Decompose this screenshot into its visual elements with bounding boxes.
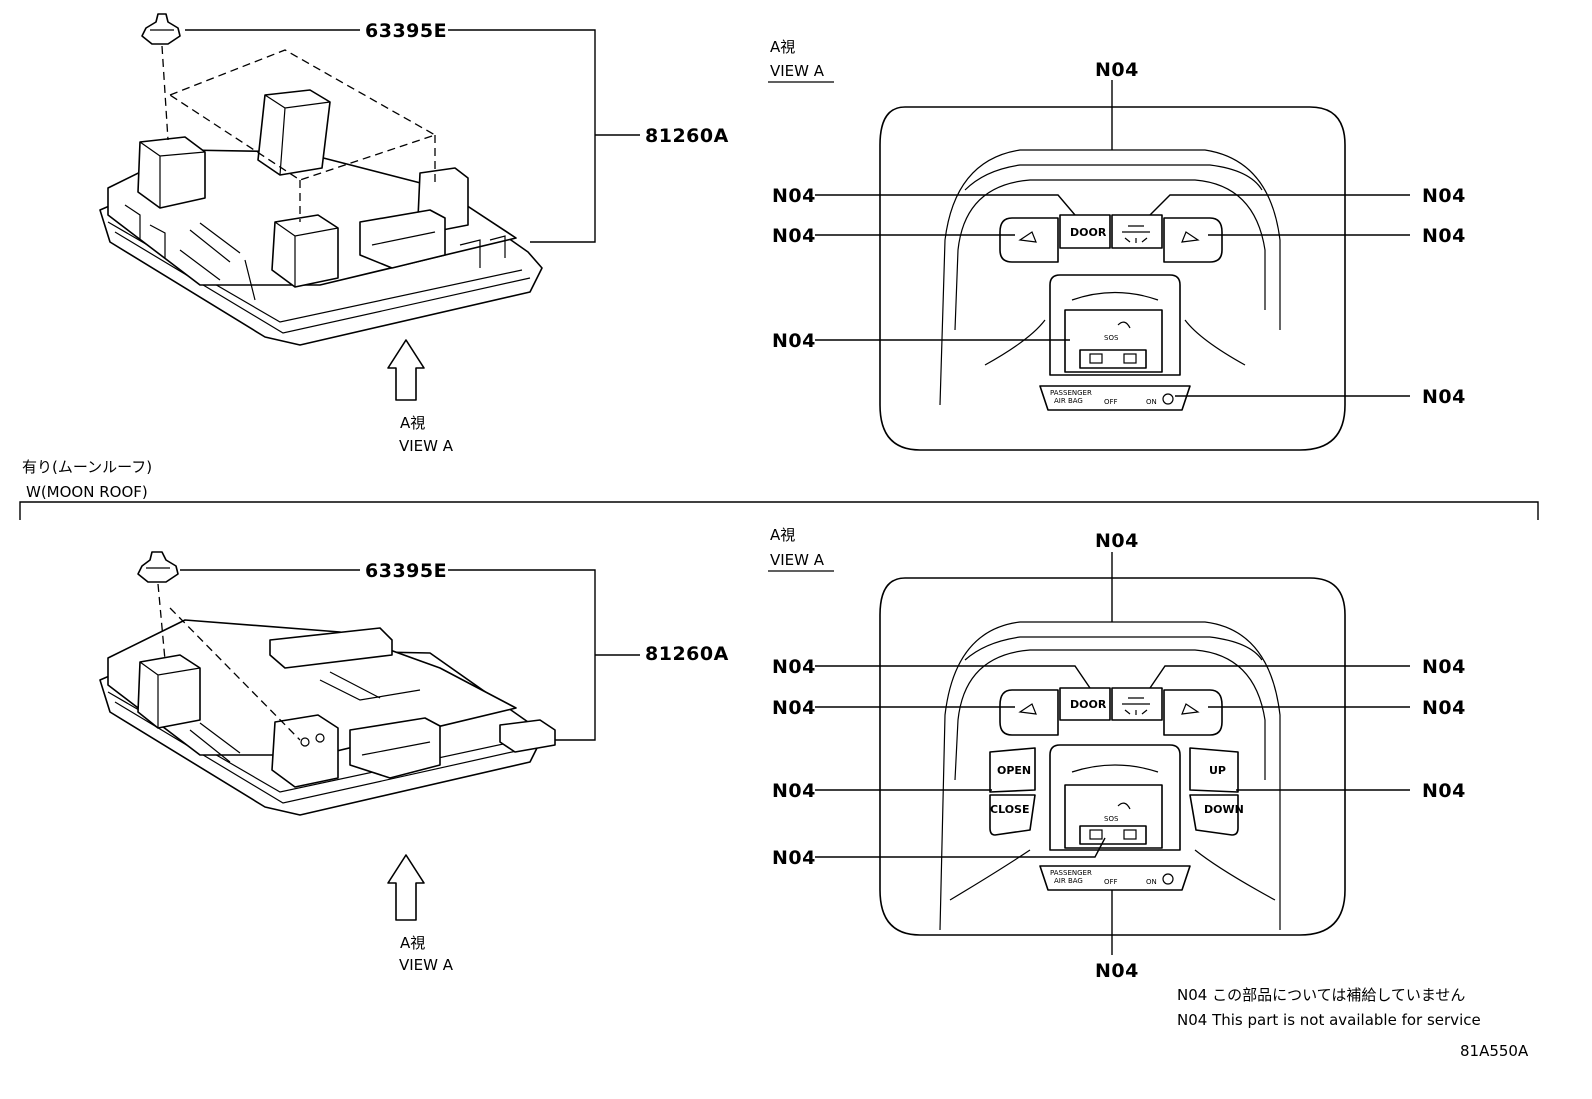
- callout-n04-top-6: N04: [772, 330, 816, 352]
- airbag-label-line2-bottom: AIR BAG: [1054, 877, 1083, 885]
- callout-n04-bottom-9: N04: [1095, 960, 1139, 982]
- callout-lamp-top: 81260A: [645, 125, 729, 147]
- arrow-caption-en-bottom: VIEW A: [399, 956, 454, 974]
- airbag-on-label-top: ON: [1146, 398, 1157, 406]
- airbag-on-label-bottom: ON: [1146, 878, 1157, 886]
- door-button-label-bottom: DOOR: [1070, 698, 1107, 711]
- sos-button-label-top: SOS: [1104, 334, 1119, 342]
- view-title-en-top: VIEW A: [770, 62, 825, 80]
- arrow-caption-jp-top: A視: [400, 414, 425, 432]
- callout-n04-bottom-7: N04: [1422, 780, 1466, 802]
- callout-n04-bottom-8: N04: [772, 847, 816, 869]
- close-button-label: CLOSE: [990, 803, 1029, 816]
- clip-icon-top: [141, 13, 181, 45]
- map-lamp-assembly-bottom: [99, 619, 556, 816]
- footnote-jp: N04 この部品については補給していません: [1177, 986, 1465, 1004]
- down-button-label: DOWN: [1204, 803, 1244, 816]
- callout-clip-bottom: 63395E: [365, 560, 447, 582]
- arrow-caption-jp-bottom: A視: [400, 934, 425, 952]
- up-button-label: UP: [1209, 764, 1226, 777]
- illustration-code: 81A550A: [1460, 1042, 1529, 1060]
- clip-icon-bottom: [137, 551, 179, 583]
- airbag-label-line1-bottom: PASSENGER: [1050, 869, 1092, 877]
- variant-label-jp: 有り(ムーンルーフ): [22, 458, 152, 476]
- callout-n04-top-1: N04: [1095, 59, 1139, 81]
- callout-lamp-bottom: 81260A: [645, 643, 729, 665]
- view-arrow-top: [387, 339, 425, 401]
- airbag-off-label-bottom: OFF: [1104, 878, 1118, 886]
- view-title-jp-bottom: A視: [770, 526, 795, 544]
- section-divider: [19, 501, 1539, 520]
- callout-n04-bottom-4: N04: [772, 697, 816, 719]
- bottom-section: 63395E 81260A A視 VIEW A A視 VIEW A DOOR O…: [99, 526, 1466, 982]
- console-front-view-top: DOOR SOS PASSENGER AIR BAG OFF ON: [879, 106, 1346, 451]
- callout-clip-top: 63395E: [365, 20, 447, 42]
- sos-button-label-bottom: SOS: [1104, 815, 1119, 823]
- airbag-label-line2-top: AIR BAG: [1054, 397, 1083, 405]
- callout-n04-top-5: N04: [1422, 225, 1466, 247]
- callout-n04-bottom-2: N04: [772, 656, 816, 678]
- arrow-caption-en-top: VIEW A: [399, 437, 454, 455]
- map-lamp-assembly-top: [99, 89, 543, 346]
- callout-n04-top-2: N04: [772, 185, 816, 207]
- variant-label-en: W(MOON ROOF): [26, 483, 148, 501]
- callout-n04-top-3: N04: [1422, 185, 1466, 207]
- view-title-en-bottom: VIEW A: [770, 551, 825, 569]
- callout-n04-bottom-1: N04: [1095, 530, 1139, 552]
- callout-n04-bottom-6: N04: [772, 780, 816, 802]
- door-button-label-top: DOOR: [1070, 226, 1107, 239]
- airbag-off-label-top: OFF: [1104, 398, 1118, 406]
- airbag-label-line1-top: PASSENGER: [1050, 389, 1092, 397]
- callout-n04-bottom-5: N04: [1422, 697, 1466, 719]
- console-front-view-bottom: DOOR OPEN CLOSE UP DOWN SOS PASSENGER A: [879, 577, 1346, 936]
- callout-n04-top-4: N04: [772, 225, 816, 247]
- top-section: 63395E 81260A A視 VIEW A A視 VIEW A DOOR: [99, 13, 1466, 455]
- callout-n04-bottom-3: N04: [1422, 656, 1466, 678]
- open-button-label: OPEN: [997, 764, 1031, 777]
- view-title-jp-top: A視: [770, 38, 795, 56]
- view-arrow-bottom: [387, 854, 425, 921]
- footnote-en: N04 This part is not available for servi…: [1177, 1011, 1481, 1029]
- callout-n04-top-7: N04: [1422, 386, 1466, 408]
